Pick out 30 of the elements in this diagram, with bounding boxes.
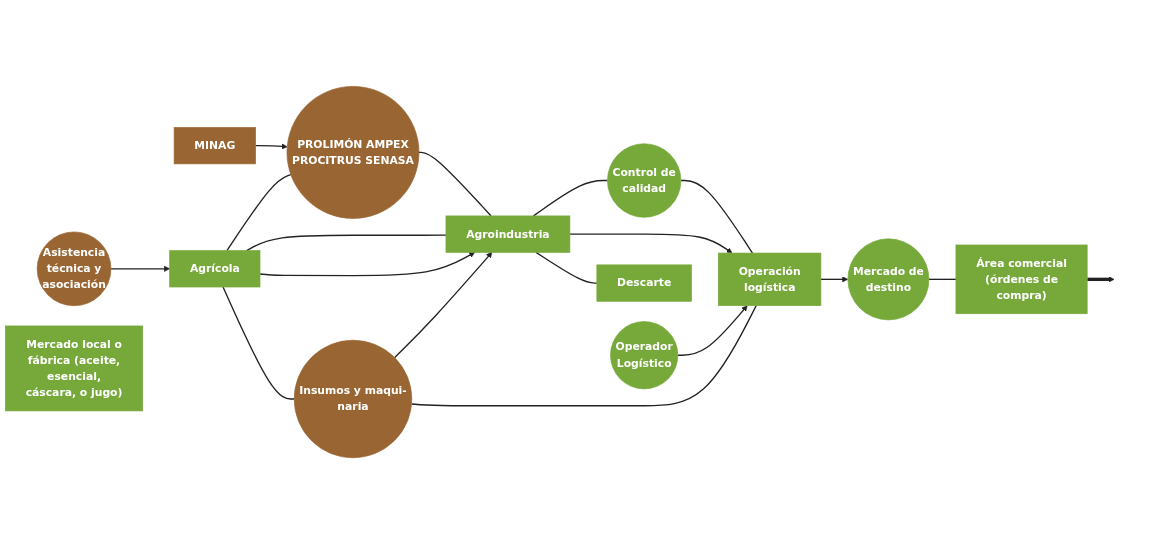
- connector: [410, 305, 757, 407]
- node-circle: Operador Logístico: [610, 321, 679, 390]
- connector: [226, 174, 292, 252]
- connector: [418, 152, 492, 217]
- node-circle: Mercado de destino: [847, 238, 930, 321]
- arrow: [820, 276, 849, 283]
- arrow: [394, 252, 493, 359]
- node-box: Agroindustria: [445, 215, 571, 254]
- connector: [680, 180, 754, 255]
- node-circle: Asistencia técnica y asociación: [36, 231, 112, 307]
- arrow: [1087, 276, 1115, 283]
- arrow: [677, 305, 748, 357]
- arrow: [259, 252, 476, 277]
- node-box: Agrícola: [169, 250, 261, 288]
- node-box: Descarte: [596, 264, 692, 302]
- connector: [532, 180, 609, 217]
- connector: [928, 279, 957, 281]
- arrow: [254, 143, 288, 150]
- arrow: [110, 266, 170, 273]
- node-box: MINAG: [173, 127, 256, 165]
- connector: [246, 234, 447, 252]
- node-circle: PROLIMÓN AMPEX PROCITRUS SENASA: [286, 86, 420, 220]
- node-circle: Insumos y maqui- naria: [293, 340, 413, 459]
- node-box: Mercado local o fábrica (aceite, esencial, cáscara, o jugo): [5, 326, 144, 412]
- node-circle: Control de calidad: [607, 143, 682, 218]
- connector: [535, 252, 598, 285]
- node-box: Área comercial (órdenes de compra): [955, 245, 1088, 315]
- arrow: [569, 233, 733, 254]
- node-box: Operación logística: [718, 253, 822, 307]
- connector: [222, 286, 295, 401]
